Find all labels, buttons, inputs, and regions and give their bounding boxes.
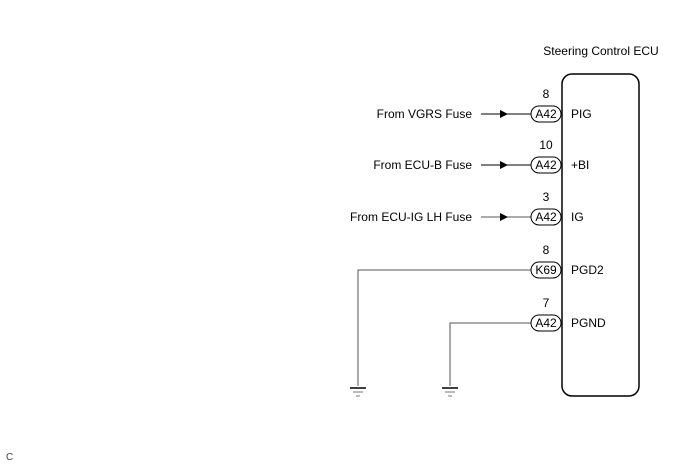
connector-code: K69	[535, 263, 557, 277]
ground-wire-pgnd: 7 A42 PGND	[442, 296, 606, 397]
connector-code: A42	[535, 316, 557, 330]
input-source-label: From ECU-B Fuse	[373, 158, 472, 172]
arrow-icon	[500, 213, 508, 221]
figure-code-label: C	[6, 452, 13, 463]
ground-icon	[350, 387, 366, 397]
wire	[357, 269, 531, 386]
connector-oval	[530, 156, 562, 174]
input-wire-ecu-ig-lh: From ECU-IG LH Fuse 3 A42 IG	[350, 190, 584, 226]
wire	[449, 322, 531, 386]
ground-icon	[442, 387, 458, 397]
arrow-icon	[500, 110, 508, 118]
ground-wire-pgd2: 8 K69 PGD2	[350, 243, 604, 397]
input-wire-vgrs: From VGRS Fuse 8 A42 PIG	[377, 87, 592, 123]
input-source-label: From VGRS Fuse	[377, 107, 473, 121]
connector-oval	[530, 208, 562, 226]
connector-oval	[530, 261, 562, 279]
input-source-label: From ECU-IG LH Fuse	[350, 210, 472, 224]
pin-number: 10	[539, 138, 553, 152]
connector-code: A42	[535, 210, 557, 224]
ecu-title: Steering Control ECU	[543, 44, 658, 58]
arrow-icon	[500, 161, 508, 169]
terminal-name: +BI	[571, 158, 589, 172]
connector-code: A42	[535, 158, 557, 172]
pin-number: 7	[543, 296, 550, 310]
terminal-name: PIG	[571, 107, 592, 121]
pin-number: 8	[543, 243, 550, 257]
connector-oval	[530, 314, 562, 332]
pin-number: 8	[543, 87, 550, 101]
connector-oval	[530, 105, 562, 123]
ecu-box	[561, 73, 640, 397]
input-wire-ecu-b: From ECU-B Fuse 10 A42 +BI	[373, 138, 589, 174]
pin-number: 3	[543, 190, 550, 204]
connector-code: A42	[535, 107, 557, 121]
terminal-name: PGD2	[571, 263, 604, 277]
terminal-name: IG	[571, 210, 584, 224]
terminal-name: PGND	[571, 316, 606, 330]
